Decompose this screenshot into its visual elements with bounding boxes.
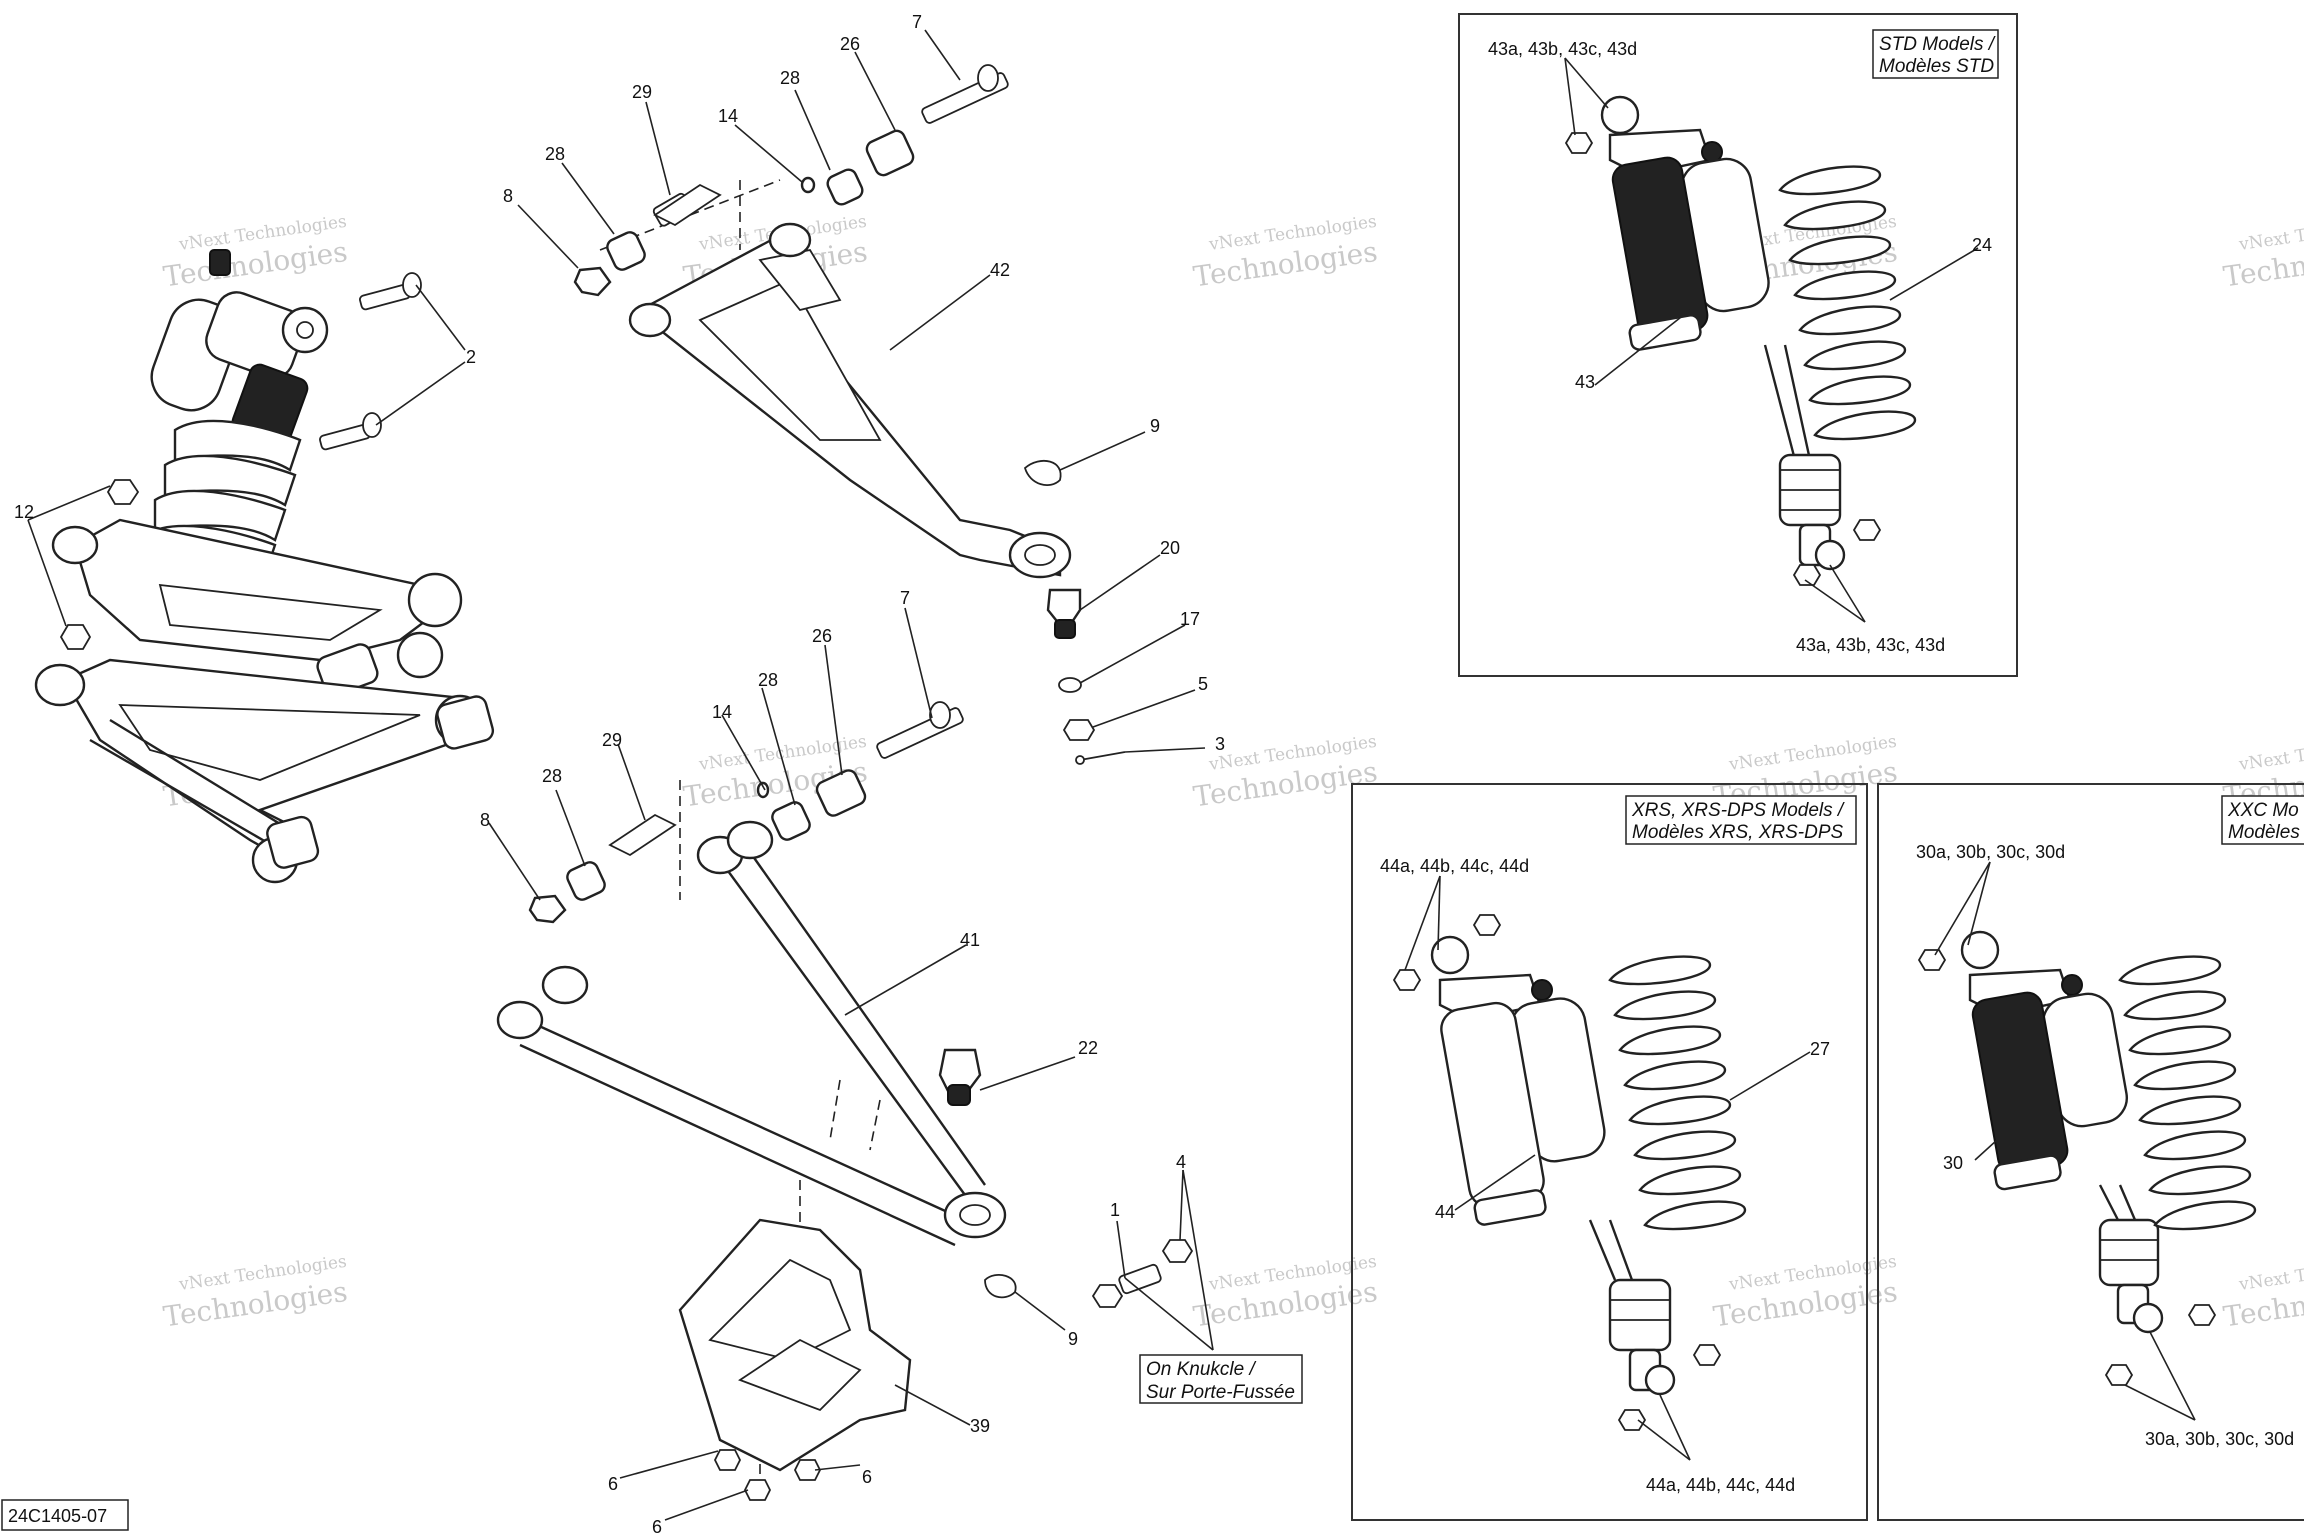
assembled-suspension [34,249,495,884]
callout-2: 2 [466,347,476,367]
xrs-box-line1: XRS, XRS-DPS Models / [1631,800,1845,821]
xxc-models-panel: XXC Mo Modèles 30a, 30b, 30c, 30 [1877,783,2304,1521]
callout-30-bottom: 30a, 30b, 30c, 30d [2145,1429,2294,1449]
watermark: vNext Technologies Technologies [161,212,349,294]
callout-24: 24 [1972,235,1992,255]
skid-plate [678,1218,912,1501]
callout-28: 28 [545,144,565,164]
callout-7: 7 [900,588,910,608]
callout-44: 44 [1435,1202,1455,1222]
callout-39: 39 [970,1416,990,1436]
knuckle-box: On Knukcle / Sur Porte-Fussée [1139,1354,1303,1404]
callout-28: 28 [542,766,562,786]
callout-7: 7 [912,12,922,32]
knuckle-box-line2: Sur Porte-Fussée [1146,1382,1295,1403]
knuckle-box-line1: On Knukcle / [1146,1359,1256,1380]
callout-8: 8 [503,186,513,206]
callout-3: 3 [1215,734,1225,754]
watermark-line1: vNext Technologies [2237,212,2304,255]
callout-43-top: 43a, 43b, 43c, 43d [1488,39,1637,59]
callout-44-bottom: 44a, 44b, 44c, 44d [1646,1475,1795,1495]
upper-hardware [573,64,1009,297]
callout-43-bottom: 43a, 43b, 43c, 43d [1796,635,1945,655]
callout-28: 28 [758,670,778,690]
diagram-code: 24C1405-07 [1,1499,129,1531]
callout-27: 27 [1810,1039,1830,1059]
callouts-main: 7 26 28 14 29 28 8 42 2 12 9 20 17 5 3 7… [14,12,1225,1536]
callout-44-top: 44a, 44b, 44c, 44d [1380,856,1529,876]
callout-6: 6 [862,1467,872,1487]
callout-17: 17 [1180,609,1200,629]
watermark: vNext Technologies Technologies [2221,1252,2304,1334]
watermark: vNext Technologies Technologies [1711,1252,1899,1334]
callout-42: 42 [990,260,1010,280]
xxc-box-line1: XXC Mo [2227,800,2299,821]
callout-1: 1 [1110,1200,1120,1220]
std-box-line2: Modèles STD [1879,56,1994,77]
callout-6: 6 [652,1517,662,1536]
callout-9: 9 [1150,416,1160,436]
xrs-box-line2: Modèles XRS, XRS-DPS [1632,822,1844,843]
watermark: vNext Technologies Technologies [1191,1252,1379,1334]
callout-14: 14 [712,702,732,722]
diagram-code-label: 24C1405-07 [8,1506,107,1526]
watermark: vNext Technologies Technologies [161,1252,349,1334]
callout-4: 4 [1176,1152,1186,1172]
watermark-line1: vNext Technologies [2237,732,2304,775]
leader-lines [27,29,1214,1521]
callout-9: 9 [1068,1329,1078,1349]
callout-28: 28 [780,68,800,88]
callout-30: 30 [1943,1153,1963,1173]
callout-29: 29 [602,730,622,750]
lower-hardware [528,701,1017,1299]
callout-29: 29 [632,82,652,102]
knuckle-hardware [1023,459,1126,765]
callout-26: 26 [812,626,832,646]
watermark: vNext Technologies Technologies [2221,212,2304,294]
lower-a-arm [496,780,1007,1490]
watermark-line1: vNext Technologies [2237,1252,2304,1295]
callout-8: 8 [480,810,490,830]
knuckle-bolt-set [1091,1239,1194,1308]
callout-26: 26 [840,34,860,54]
upper-a-arm [599,179,1072,579]
callout-43: 43 [1575,372,1595,392]
xxc-box-line2: Modèles [2228,822,2300,843]
xrs-models-panel: XRS, XRS-DPS Models / Modèles XRS, XRS-D… [1351,783,1868,1521]
callout-5: 5 [1198,674,1208,694]
watermarks: vNext Technologies Technologies vNext Te… [161,212,2304,1334]
callout-14: 14 [718,106,738,126]
watermark: vNext Technologies Technologies [1191,212,1379,294]
std-box-line1: STD Models / [1879,34,1996,55]
callout-12: 12 [14,502,34,522]
callout-30-top: 30a, 30b, 30c, 30d [1916,842,2065,862]
callout-6: 6 [608,1474,618,1494]
callout-41: 41 [960,930,980,950]
std-models-panel: STD Models / Modèles STD [1458,13,2018,677]
callout-20: 20 [1160,538,1180,558]
callout-22: 22 [1078,1038,1098,1058]
